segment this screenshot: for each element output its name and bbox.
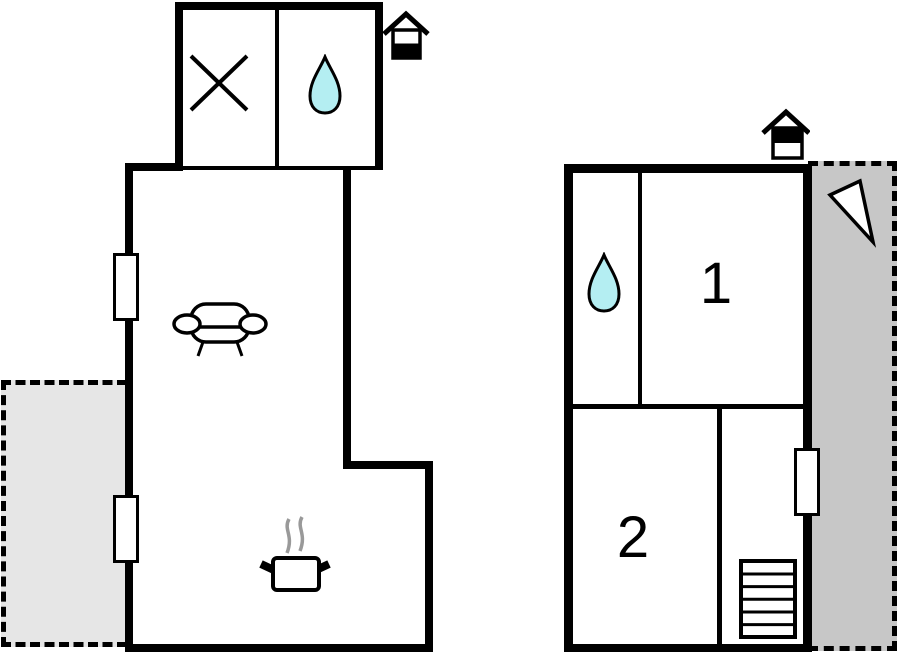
- window-2: [113, 495, 139, 563]
- terrace-left: [1, 380, 127, 647]
- window-3: [794, 448, 820, 516]
- north-arrow-icon: [827, 178, 877, 248]
- kitchen-bath-section: [175, 2, 383, 170]
- cooking-pot-icon: [259, 516, 331, 592]
- left-unit-step-wall: [343, 461, 433, 469]
- room-2-label: 2: [616, 505, 650, 570]
- house-ground-floor-icon: [382, 10, 430, 60]
- room-1-label: 1: [699, 251, 733, 316]
- left-unit-east-wall-upper: [343, 166, 351, 469]
- water-drop-icon: [587, 252, 621, 313]
- stair-divider-wall: [717, 409, 722, 644]
- terrace-right: [808, 161, 897, 651]
- left-unit-south-wall: [125, 644, 433, 652]
- sofa-icon: [172, 302, 268, 357]
- kitchen-divider-wall: [275, 10, 279, 167]
- left-unit-east-wall-lower: [425, 461, 433, 652]
- water-drop-icon: [308, 54, 342, 115]
- house-upper-floor-icon: [761, 108, 810, 160]
- window-1: [113, 253, 139, 321]
- stairs-icon: [739, 559, 797, 639]
- cross-wall: [573, 404, 803, 409]
- bath-divider-wall: [638, 173, 642, 406]
- left-unit-north-wall: [125, 163, 183, 171]
- left-unit-west-wall: [125, 163, 133, 652]
- window-x-icon: [189, 54, 249, 112]
